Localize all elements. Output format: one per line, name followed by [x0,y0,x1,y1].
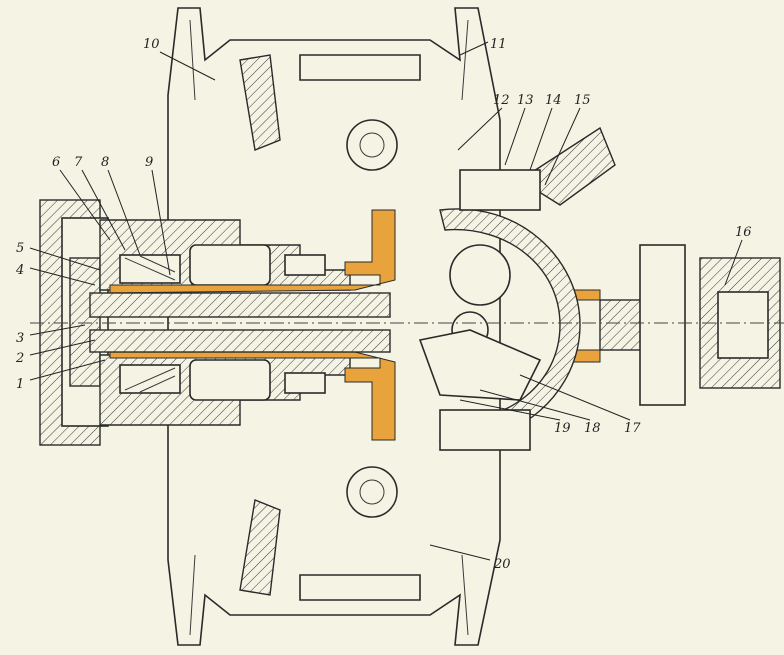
callout-16: 16 [735,225,752,240]
wheel-rim [167,7,501,646]
callout-labels: 1 2 3 4 5 6 7 8 9 10 11 12 13 14 15 16 1… [15,37,752,572]
axle-shaft [89,292,391,353]
callout-12: 12 [493,93,510,108]
callout-9: 9 [145,155,153,170]
callout-7: 7 [74,155,83,170]
brake-cam-bottom [346,466,398,518]
callout-8: 8 [101,155,109,170]
callout-2: 2 [15,351,24,366]
callout-15: 15 [574,93,591,108]
callout-5: 5 [16,241,24,256]
callout-1: 1 [16,377,24,392]
callout-19: 19 [554,421,571,436]
wheel-hub [99,219,351,426]
callout-18: 18 [584,421,601,436]
cv-joint-housing [418,208,581,442]
steering-knuckle-arm [439,126,616,451]
callout-14: 14 [545,93,562,108]
callout-4: 4 [15,263,24,278]
callout-10: 10 [143,37,160,52]
hub-cap-housing [39,199,109,446]
output-shaft-flange [599,244,781,406]
callout-leaders [29,41,743,561]
brake-drum [239,54,421,601]
taper-bearing-left [119,254,181,394]
callout-20: 20 [493,557,511,572]
callout-3: 3 [16,331,24,346]
callout-13: 13 [517,93,534,108]
callout-6: 6 [52,155,60,170]
callout-17: 17 [624,421,641,436]
taper-bearing-inner [284,254,326,394]
callout-11: 11 [490,37,507,52]
brake-cam-top [346,119,398,171]
